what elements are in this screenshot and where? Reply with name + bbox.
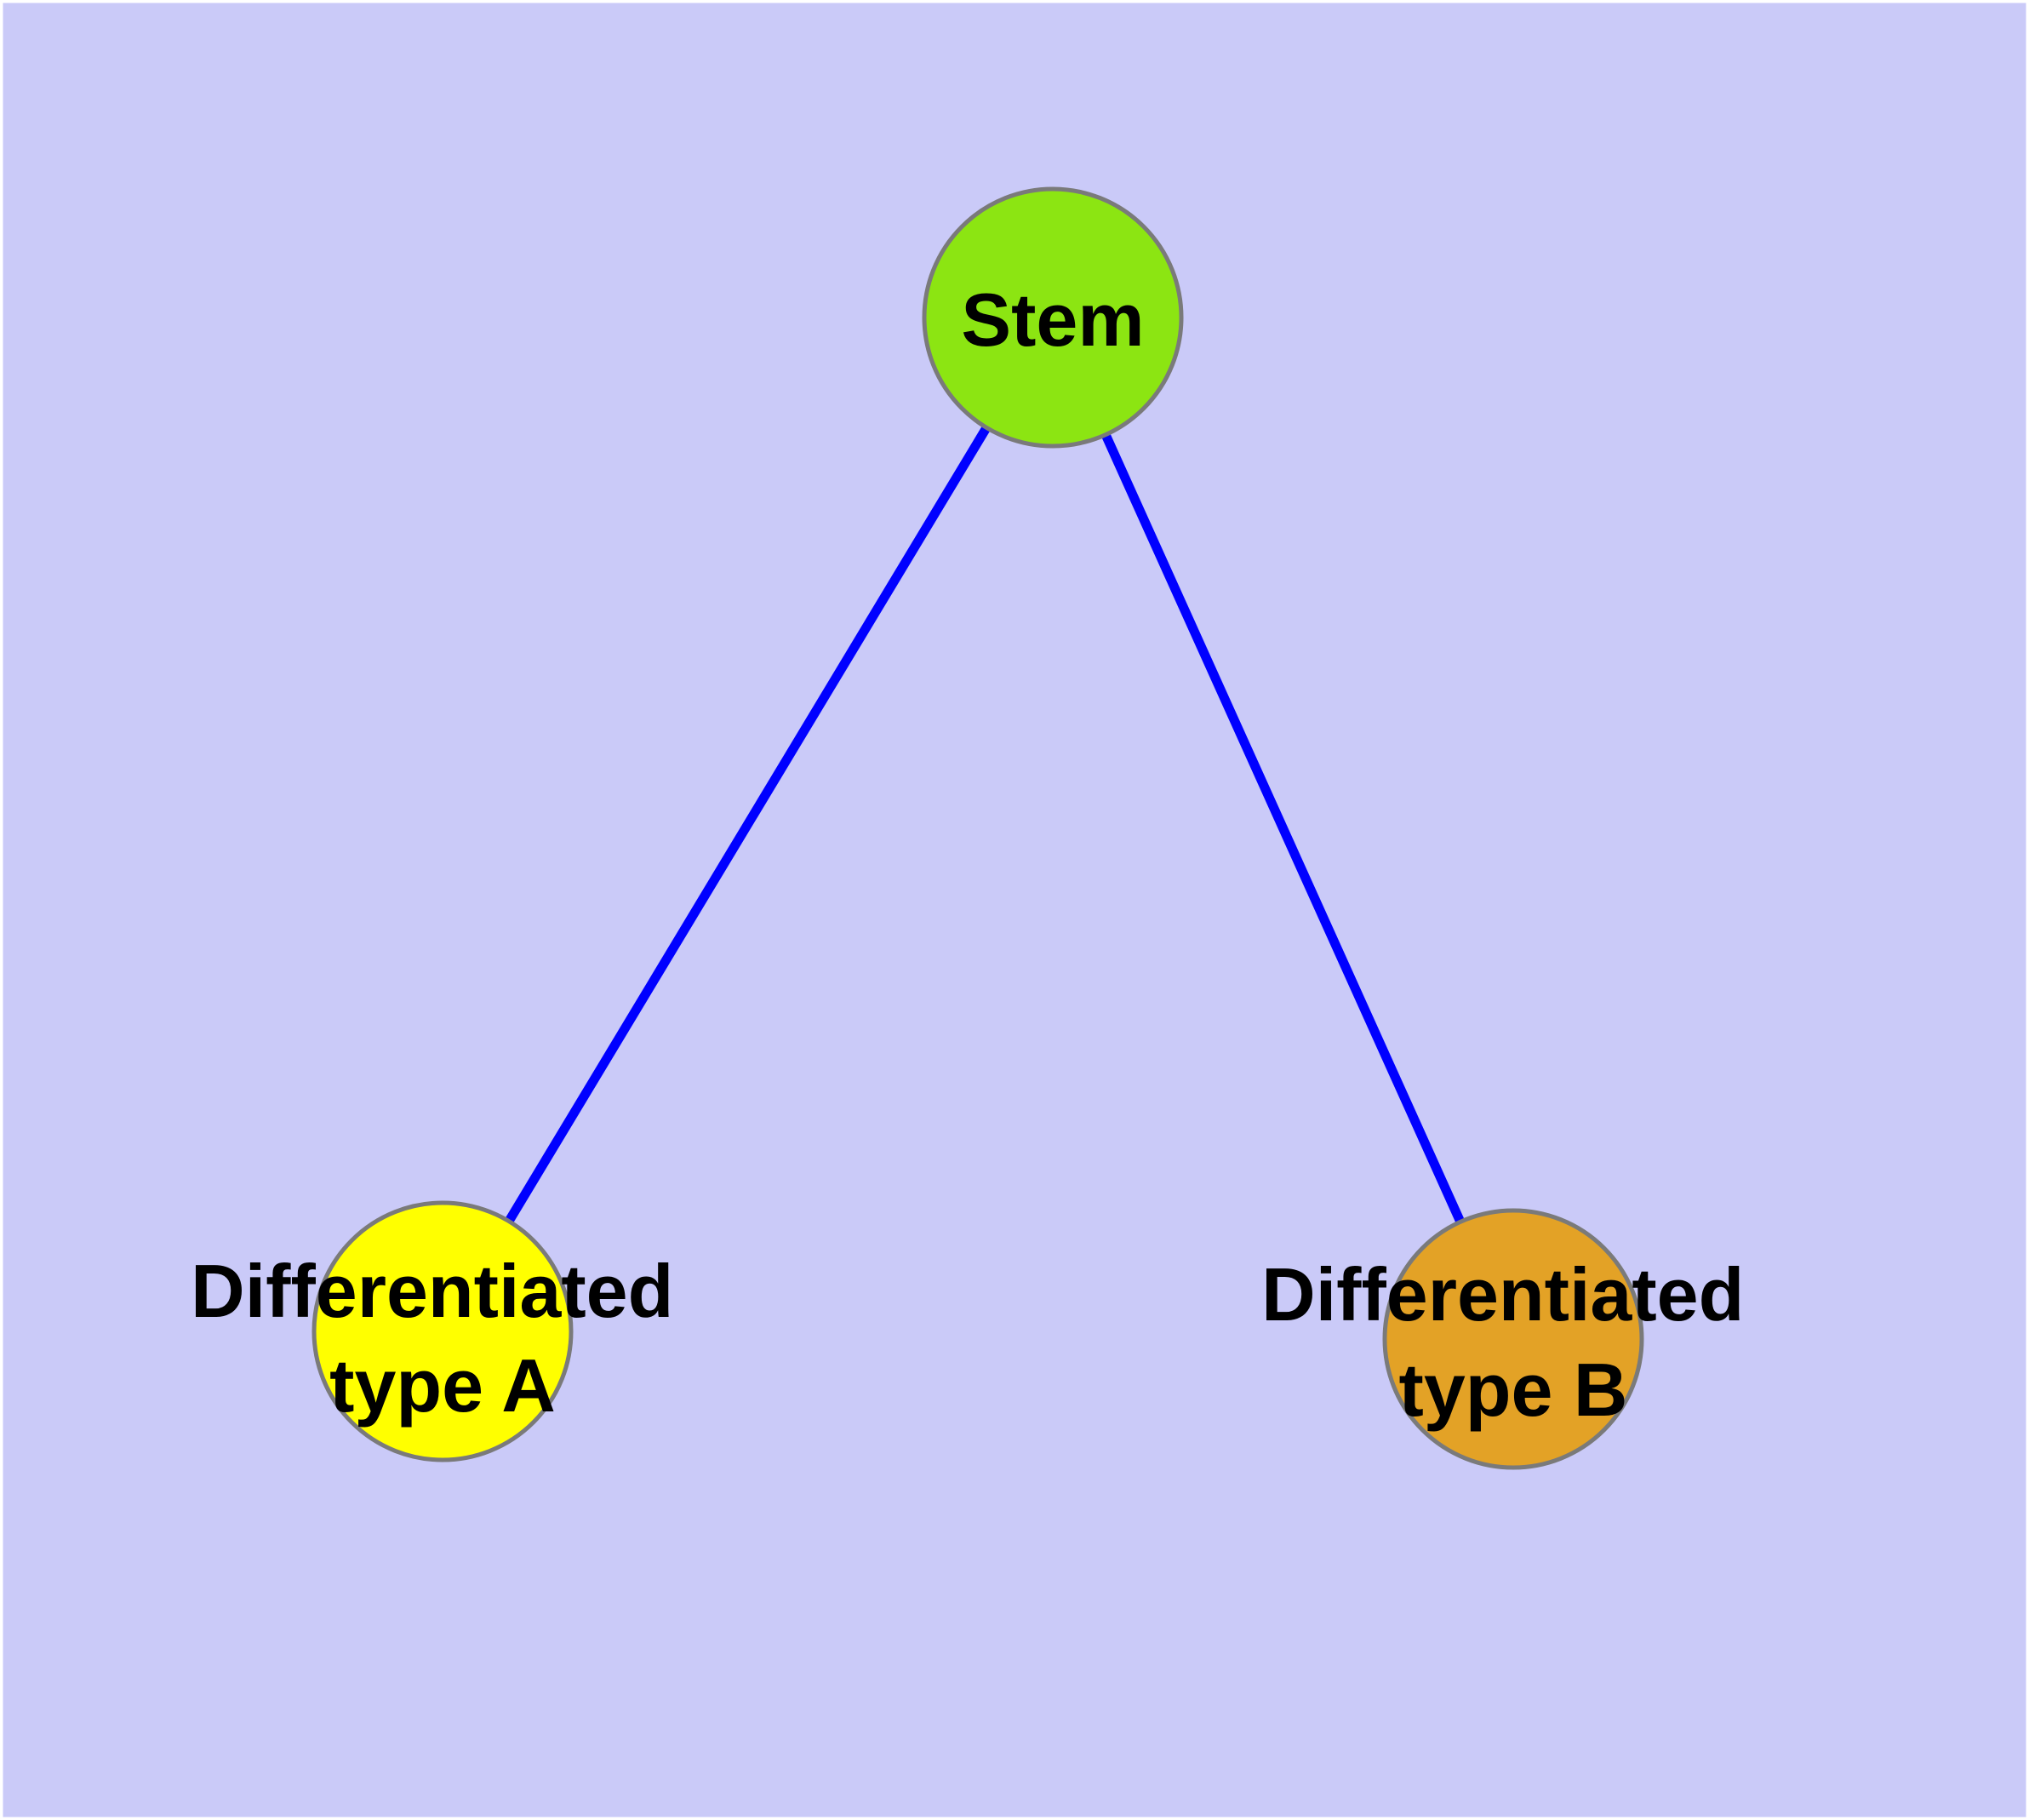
stem-node-label: Stem [961,278,1144,362]
node-stem: Stem [922,186,1184,449]
edge-stem-to-type-a [438,315,1057,1334]
type-b-label-line1: Differentiated [1261,1252,1744,1336]
edges-layer [438,315,1518,1342]
type-b-node-label: Differentiated type B [1261,1252,1765,1432]
edge-stem-to-type-b [1048,315,1518,1342]
node-differentiated-type-b: Differentiated type B [1261,1208,1765,1470]
type-b-label-line2: type B [1399,1348,1628,1432]
type-a-label-line2: type A [329,1343,556,1428]
node-differentiated-type-a: Differentiated type A [191,1200,694,1462]
stem-node-circle [922,186,1184,449]
type-a-node-label: Differentiated type A [191,1249,694,1428]
type-a-node-circle [311,1200,574,1462]
type-a-label-line1: Differentiated [191,1249,673,1333]
type-b-node-circle [1382,1208,1644,1470]
